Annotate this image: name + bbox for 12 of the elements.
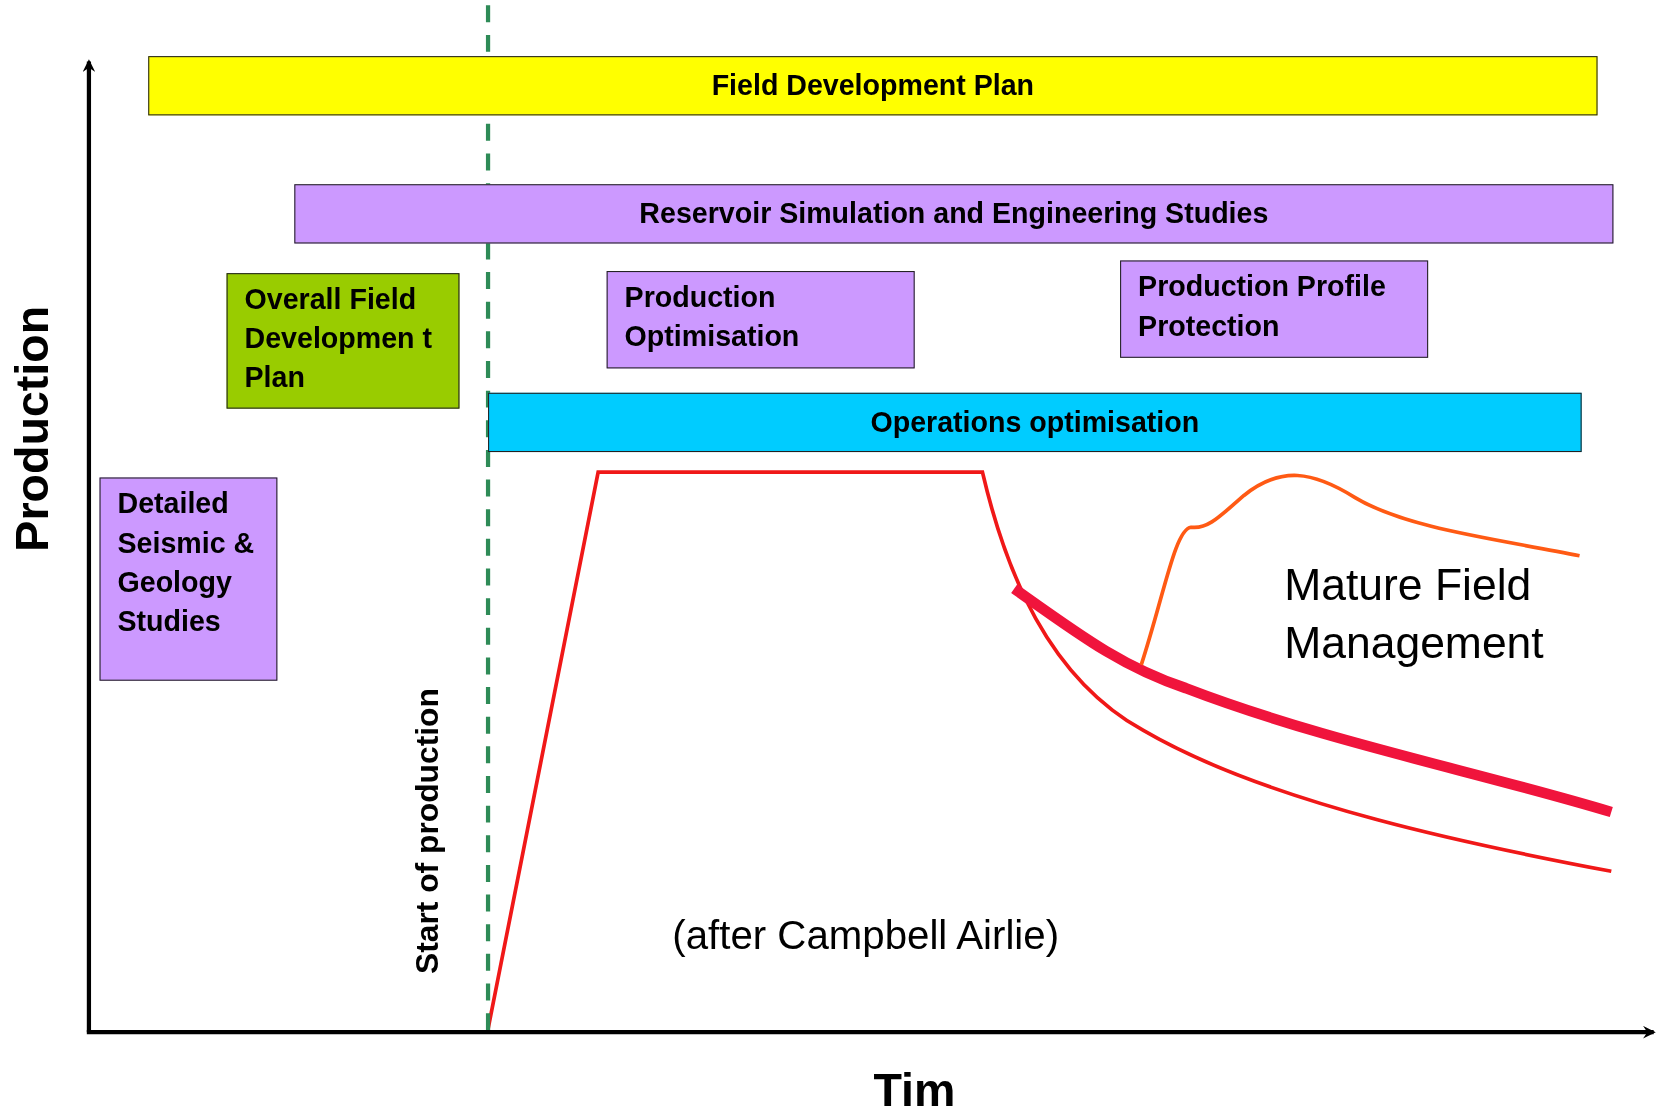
activity-box: Overall Field Developmen t Plan xyxy=(226,273,460,409)
activity-box: Detailed Seismic & Geology Studies xyxy=(99,477,278,681)
source-note: (after Campbell Airlie) xyxy=(672,912,1060,959)
activity-bar: Reservoir Simulation and Engineering Studies xyxy=(294,184,1614,244)
activity-box: Production Optimisation xyxy=(606,271,915,369)
plan-bar: Field Development Plan xyxy=(148,56,1598,116)
activity-box: Production Profile Protection xyxy=(1120,260,1429,358)
marker-label: Start of production xyxy=(409,688,446,974)
activity-bar: Operations optimisation xyxy=(488,392,1582,453)
annotation-text: Mature Field Management xyxy=(1284,559,1545,670)
axis-title: Tim xyxy=(873,1063,956,1113)
axis-title: Production xyxy=(5,305,59,552)
